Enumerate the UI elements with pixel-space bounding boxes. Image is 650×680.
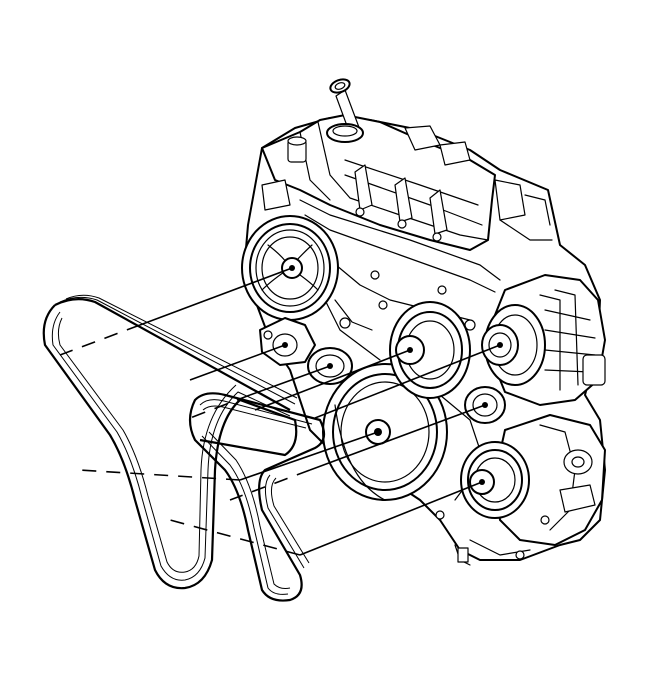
dash-power-steering: [59, 324, 141, 356]
ac-compressor-pulley: [460, 441, 530, 519]
belt-tensioner: [259, 317, 316, 366]
leader-power-steering: [139, 267, 293, 326]
drive-belt-outer: [42, 294, 298, 590]
ac-compressor: [494, 414, 606, 546]
leader-idler-lower: [309, 404, 486, 471]
crankshaft-balancer: [322, 363, 448, 501]
valve-cover: [261, 114, 553, 251]
drive-belt-inner: [188, 392, 326, 602]
leader-water-pump: [254, 349, 411, 411]
dash-idler-lower: [229, 469, 311, 501]
leader-generator: [314, 344, 501, 419]
oil-filler-cap: [326, 78, 364, 143]
dash-ac-compressor: [169, 519, 301, 556]
leader-tensioner: [189, 344, 286, 381]
leader-idler-upper: [249, 365, 331, 396]
dash-crankshaft: [79, 469, 241, 481]
leader-ac-compressor: [299, 481, 483, 556]
